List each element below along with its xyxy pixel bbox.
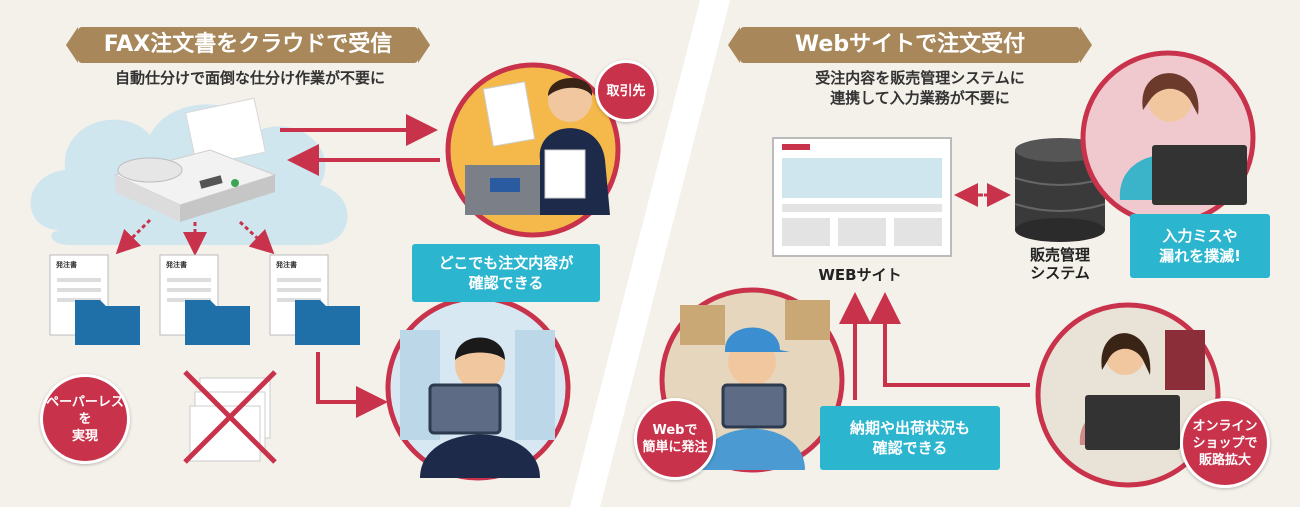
database-icon: [1014, 138, 1106, 242]
paper-stack-icon: [183, 370, 277, 464]
section-divider: [570, 0, 730, 507]
right-section-title: Webサイトで注文受付: [728, 27, 1092, 63]
delivery-status-bubble: 納期や出荷状況も 確認できる: [820, 406, 1000, 470]
web-order-badge: Webで 簡単に発注: [634, 398, 716, 480]
online-shop-badge: オンライン ショップで 販路拡大: [1180, 398, 1270, 488]
order-sheet-label-2: 発注書: [166, 261, 187, 269]
folder-icon: [75, 300, 140, 345]
folder-icon: [295, 300, 360, 345]
operator-illustration: [1080, 50, 1256, 226]
partner-badge: 取引先: [595, 60, 657, 122]
businessman-illustration: [385, 295, 571, 481]
order-sheet-group-3: [269, 254, 360, 345]
partner-illustration: [445, 62, 621, 238]
fax-machine-icon: [113, 97, 277, 222]
website-mockup-icon: [772, 137, 952, 257]
anywhere-bubble: どこでも注文内容が 確認できる: [412, 244, 600, 302]
share-arrow: [316, 352, 388, 418]
left-section-subtitle: 自動仕分けで面倒な仕分け作業が不要に: [114, 69, 385, 87]
order-sheet-label-1: 発注書: [56, 261, 77, 269]
folder-icon: [185, 300, 250, 345]
sort-arrow-1: [115, 218, 152, 255]
paperless-badge: ペーパーレスを 実現: [40, 374, 130, 464]
order-sheet-group-1: [49, 254, 140, 345]
order-sheet-label-3: 発注書: [276, 261, 297, 269]
input-error-bubble: 入力ミスや 漏れを撲滅!: [1130, 214, 1270, 278]
shop-arrow: [869, 292, 1030, 387]
order-sheet-group-2: [159, 254, 250, 345]
left-section-title: FAX注文書をクラウドで受信: [66, 27, 430, 63]
shop-owner-illustration: [1035, 302, 1221, 488]
system-label: 販売管理 システム: [1029, 246, 1090, 282]
right-section-subtitle: 受注内容を販売管理システムに 連携して入力業務が不要に: [815, 69, 1025, 107]
website-label: WEBサイト: [818, 266, 902, 284]
